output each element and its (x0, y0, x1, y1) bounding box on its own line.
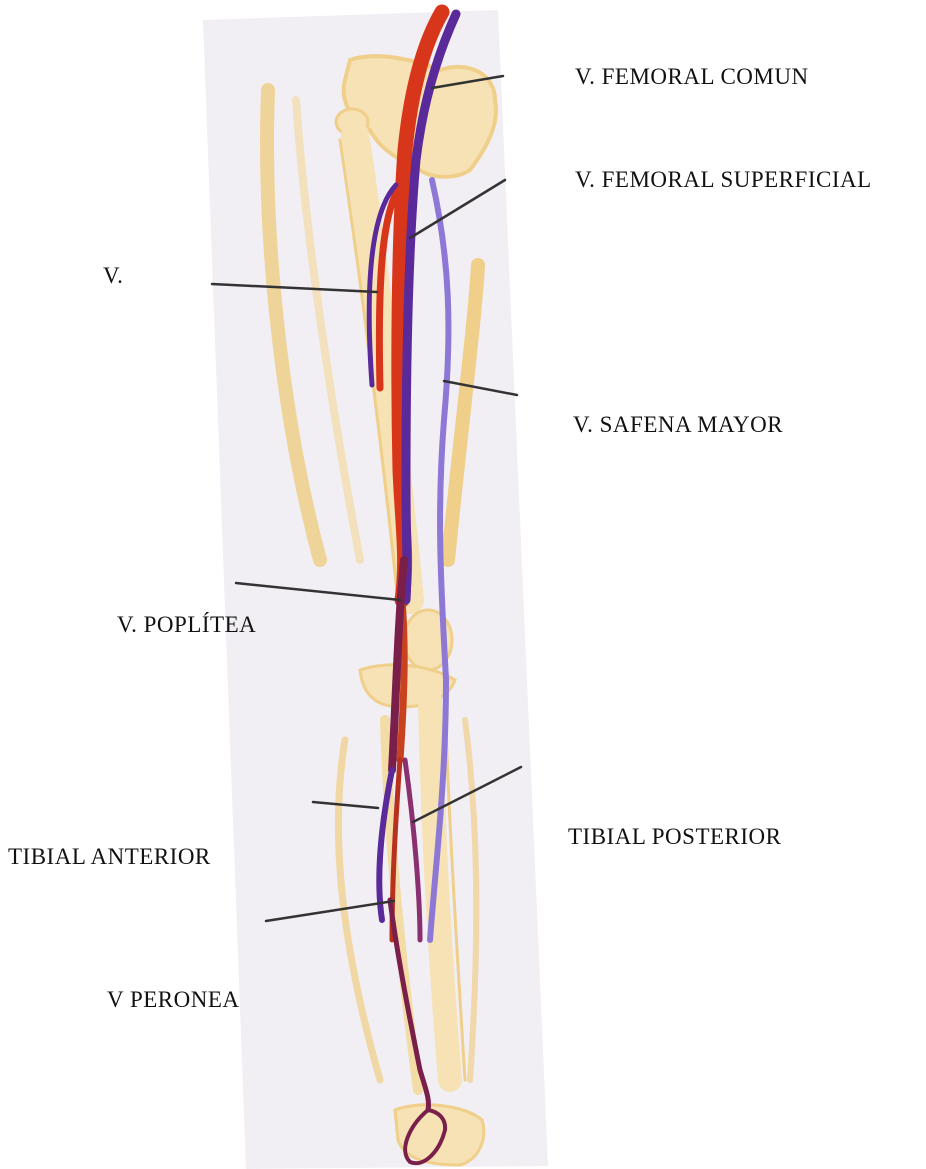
label-v-femoral-comun: V. FEMORAL COMUN (575, 65, 809, 88)
label-tibial-posterior: TIBIAL POSTERIOR (568, 825, 782, 848)
label-v-safena-mayor: V. SAFENA MAYOR (573, 413, 783, 436)
label-v: V. (103, 264, 123, 287)
label-v-poplitea: V. POPLÍTEA (117, 613, 256, 636)
label-v-peronea: V PERONEA (107, 988, 240, 1011)
label-v-femoral-superficial: V. FEMORAL SUPERFICIAL (575, 168, 872, 191)
label-tibial-anterior: TIBIAL ANTERIOR (8, 845, 211, 868)
